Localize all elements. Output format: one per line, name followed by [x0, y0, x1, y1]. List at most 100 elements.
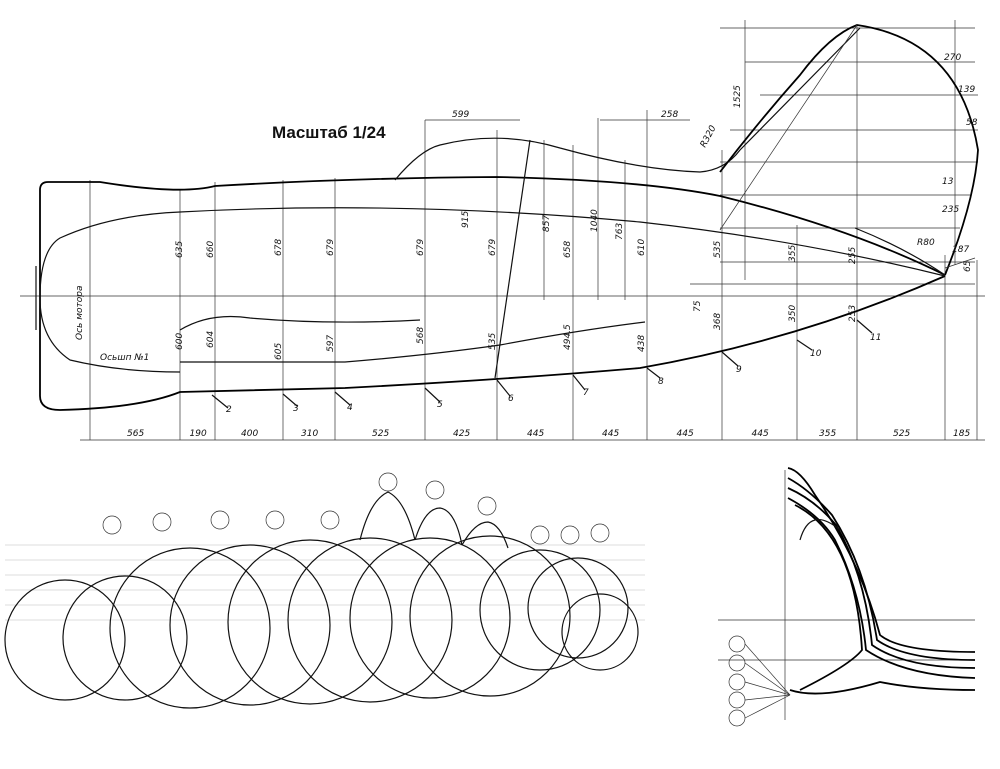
- fin-dim-235: 235: [942, 205, 959, 215]
- front-marker-circle: [728, 673, 746, 691]
- section-marker-circle: [378, 472, 398, 492]
- scale-title: Масштаб 1/24: [272, 123, 386, 142]
- section-marker-circle: [530, 525, 550, 545]
- section-marker-circle: [102, 515, 122, 535]
- section-circle: [561, 593, 639, 671]
- section-circle: [349, 537, 511, 699]
- upper-dim-3: 679: [326, 239, 336, 256]
- lower-dim-10: 253: [848, 305, 858, 322]
- fin-dim-13: 13: [942, 177, 954, 187]
- bottom-dim-12: 185: [953, 429, 970, 439]
- frame-number-6: 6: [508, 394, 514, 404]
- upper-dim-4: 679: [416, 239, 426, 256]
- section-circle: [227, 539, 393, 705]
- bottom-dim-5: 425: [453, 429, 470, 439]
- frame-number-10: 10: [810, 349, 822, 359]
- radius-tailcone-label: R80: [917, 238, 935, 248]
- engine-axis-label: Ось мотора: [75, 286, 85, 340]
- fin-dim-187: 187: [952, 245, 969, 255]
- bottom-dim-8: 445: [677, 429, 694, 439]
- fin-dim-65: 65: [963, 260, 973, 272]
- bottom-dim-4: 525: [372, 429, 389, 439]
- lower-dim-8: 368: [713, 313, 723, 330]
- frame-number-7: 7: [583, 388, 589, 398]
- upper-dim-14: 255: [848, 247, 858, 264]
- frame-number-5: 5: [437, 400, 443, 410]
- top-dim-599: 599: [452, 110, 469, 120]
- frame-number-4: 4: [347, 403, 353, 413]
- upper-dim-11: 610: [637, 239, 647, 256]
- leader-line: [744, 643, 791, 696]
- lower-dim-5: 535: [488, 333, 498, 350]
- radius-tail-label: R320: [699, 124, 719, 150]
- side-view-labels: Ось мотора Осьшп №1 R320 R80 599 258 152…: [75, 53, 978, 363]
- upper-dim-12: 535: [713, 241, 723, 258]
- section-marker-circle: [320, 510, 340, 530]
- section-circle: [62, 575, 188, 701]
- bottom-dim-9: 445: [752, 429, 769, 439]
- bottom-dim-3: 310: [301, 429, 318, 439]
- upper-dim-0: 635: [175, 241, 185, 258]
- lower-dim-9: 350: [788, 305, 798, 322]
- lower-dim-11: 75: [693, 300, 703, 312]
- side-view: [20, 20, 985, 441]
- upper-dim-2: 678: [274, 239, 284, 256]
- section-circle: [527, 557, 629, 659]
- section-marker-circle: [477, 496, 497, 516]
- section-circle: [409, 535, 571, 697]
- section-circle: [169, 544, 331, 706]
- upper-dim-6: 679: [488, 239, 498, 256]
- section-marker-circle: [560, 525, 580, 545]
- upper-dim-1: 660: [206, 241, 216, 258]
- top-dim-1525: 1525: [733, 85, 743, 108]
- bottom-dim-2: 400: [241, 429, 258, 439]
- front-marker-circle: [728, 654, 746, 672]
- leader-line: [744, 694, 791, 719]
- cross-sections: [4, 472, 645, 709]
- leader-line: [744, 694, 791, 701]
- station-lines: [89, 20, 978, 440]
- section-marker-circle: [210, 510, 230, 530]
- leader-line: [744, 662, 791, 696]
- lower-dim-3: 597: [326, 335, 336, 352]
- frame-number-9: 9: [736, 365, 742, 375]
- bottom-dim-0: 565: [127, 429, 144, 439]
- bottom-dim-10: 355: [819, 429, 836, 439]
- section-marker-circle: [590, 523, 610, 543]
- frame-one-label: Осьшп №1: [100, 353, 149, 363]
- section-marker-circle: [425, 480, 445, 500]
- section-circle: [287, 537, 453, 703]
- fin-dim-139: 139: [958, 85, 975, 95]
- bottom-dim-6: 445: [527, 429, 544, 439]
- front-marker-circle: [728, 691, 746, 709]
- frame-number-11: 11: [870, 333, 881, 343]
- lower-dim-7: 438: [637, 335, 647, 352]
- top-dim-258: 258: [661, 110, 678, 120]
- frame-number-3: 3: [293, 404, 299, 414]
- upper-dim-10: 763: [615, 223, 625, 240]
- bottom-dim-1: 190: [190, 429, 207, 439]
- section-marker-circle: [265, 510, 285, 530]
- upper-dim-5: 915: [461, 211, 471, 228]
- bottom-dim-11: 525: [893, 429, 910, 439]
- upper-dim-13: 355: [788, 245, 798, 262]
- lower-dim-2: 605: [274, 343, 284, 360]
- frame-ticks: [211, 319, 873, 409]
- leader-line: [744, 681, 791, 696]
- upper-dim-8: 658: [563, 241, 573, 258]
- fin-dim-270: 270: [944, 53, 961, 63]
- section-circle: [4, 579, 126, 701]
- fin-dim-58: 58: [966, 118, 978, 128]
- section-circle: [109, 547, 271, 709]
- front-marker-circle: [728, 709, 746, 727]
- front-view: [718, 467, 976, 727]
- front-marker-circle: [728, 635, 746, 653]
- upper-dim-7: 857: [542, 215, 552, 232]
- lower-dim-4: 568: [416, 327, 426, 344]
- lower-dim-1: 604: [206, 331, 216, 348]
- section-circle: [479, 549, 601, 671]
